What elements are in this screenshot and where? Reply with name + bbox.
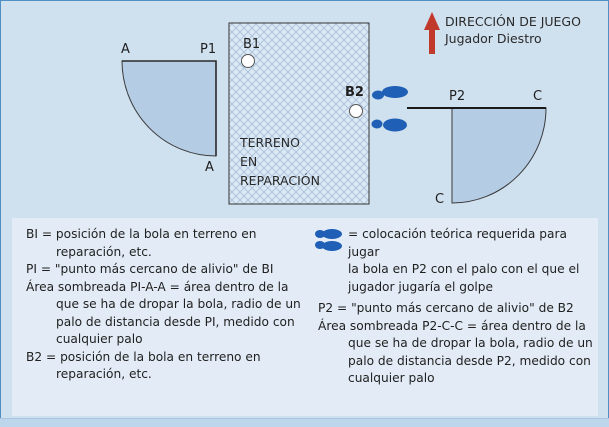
zone-label-line: REPARACIÓN <box>240 173 320 188</box>
label-p1: P1 <box>200 42 217 57</box>
zone-label-line: TERRENO <box>240 135 300 150</box>
ball-b1-icon <box>241 54 255 68</box>
relief-area-left <box>121 60 217 157</box>
legend-entry-cont: que se ha de dropar la bola, radio de un <box>348 336 593 350</box>
legend-entry-feet: = colocación teórica requerida para juga… <box>348 227 567 259</box>
diagram-canvas <box>121 12 547 205</box>
ground-under-repair-zone <box>228 22 370 205</box>
label-b2: B2 <box>345 85 364 100</box>
legend-entry-p1: PI = "punto más cercano de alivio" de BI <box>26 262 274 276</box>
up-arrow-icon <box>424 12 440 54</box>
legend-left: BI = posición de la bola en terreno en r… <box>26 226 316 384</box>
ball-b2-icon <box>349 104 363 118</box>
label-a-bottom: A <box>205 160 214 175</box>
label-c-bottom: C <box>435 192 445 207</box>
footprints-icon <box>315 229 342 251</box>
legend-entry-p2: P2 = "punto más cercano de alivio" de B2 <box>318 301 574 315</box>
label-a-top: A <box>121 42 130 57</box>
legend-entry-cont: la bola en P2 con el palo con el que el <box>348 262 580 276</box>
legend-entry-b2: B2 = posición de la bola en terreno en <box>26 349 261 364</box>
legend-entry-cont: cualquier palo <box>348 371 435 385</box>
label-b1: B1 <box>243 37 261 52</box>
legend-entry-cont: palo de distancia desde P2, medido con <box>348 353 591 368</box>
label-c-top: C <box>533 89 543 104</box>
legend-entry-cont: reparación, etc. <box>56 367 152 381</box>
bottom-border <box>0 418 609 427</box>
legend-right: = colocación teórica requerida para juga… <box>318 226 598 388</box>
legend-entry-cont: jugador jugaría el golpe <box>348 279 494 294</box>
footprints-icon <box>371 86 408 132</box>
legend-entry-area-a: Área sombreada PI-A-A = área dentro de l… <box>26 279 289 294</box>
legend-entry-cont: que se ha de dropar la bola, radio de un <box>56 297 301 311</box>
label-p2: P2 <box>449 89 466 104</box>
relief-area-right <box>407 107 547 204</box>
direction-title: DIRECCIÓN DE JUEGO <box>445 14 581 29</box>
legend-entry-cont: cualquier palo <box>56 332 143 346</box>
zone-label-line: EN <box>240 154 258 169</box>
legend-entry-b1: BI = posición de la bola en terreno en <box>26 227 257 241</box>
legend-entry-area-c: Área sombreada P2-C-C = área dentro de l… <box>318 318 586 333</box>
legend-entry-cont: reparación, etc. <box>56 244 152 259</box>
direction-subtitle: Jugador Diestro <box>445 31 542 46</box>
legend-box: BI = posición de la bola en terreno en r… <box>12 218 598 416</box>
direction-legend: DIRECCIÓN DE JUEGO Jugador Diestro <box>445 13 581 47</box>
legend-entry-cont: palo de distancia desde PI, medido con <box>56 314 295 329</box>
zone-label: TERRENO EN REPARACIÓN <box>240 133 320 190</box>
